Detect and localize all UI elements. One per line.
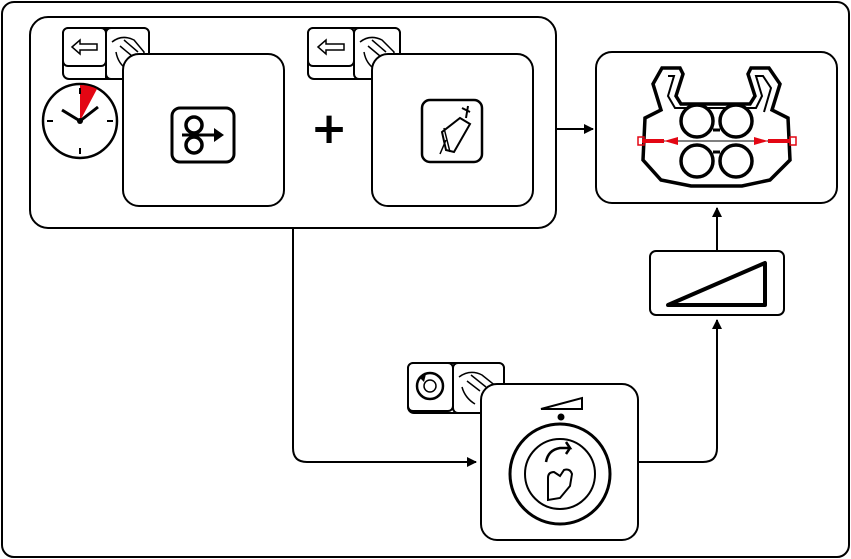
timer-clock-icon bbox=[41, 82, 119, 160]
wire-drive-rollers-icon bbox=[637, 66, 797, 188]
arrow-left-key-icon bbox=[62, 27, 107, 67]
rotate-press-knob-icon bbox=[508, 422, 612, 526]
ramp-small-icon bbox=[540, 396, 583, 421]
wire-in-arrow-left bbox=[754, 137, 768, 145]
wire-drive-box bbox=[595, 51, 838, 204]
flow-line-down bbox=[292, 228, 477, 467]
arrow-left-key-icon-2 bbox=[307, 27, 355, 67]
rotary-select-icon bbox=[407, 362, 454, 412]
torch-trigger-icon bbox=[420, 98, 484, 164]
plus-operator: + bbox=[311, 103, 348, 154]
flow-line-up bbox=[638, 319, 722, 463]
wire-feed-roller-icon bbox=[170, 106, 236, 164]
wire-in-arrow-right bbox=[664, 137, 678, 145]
ramp-increase-icon bbox=[666, 261, 767, 307]
